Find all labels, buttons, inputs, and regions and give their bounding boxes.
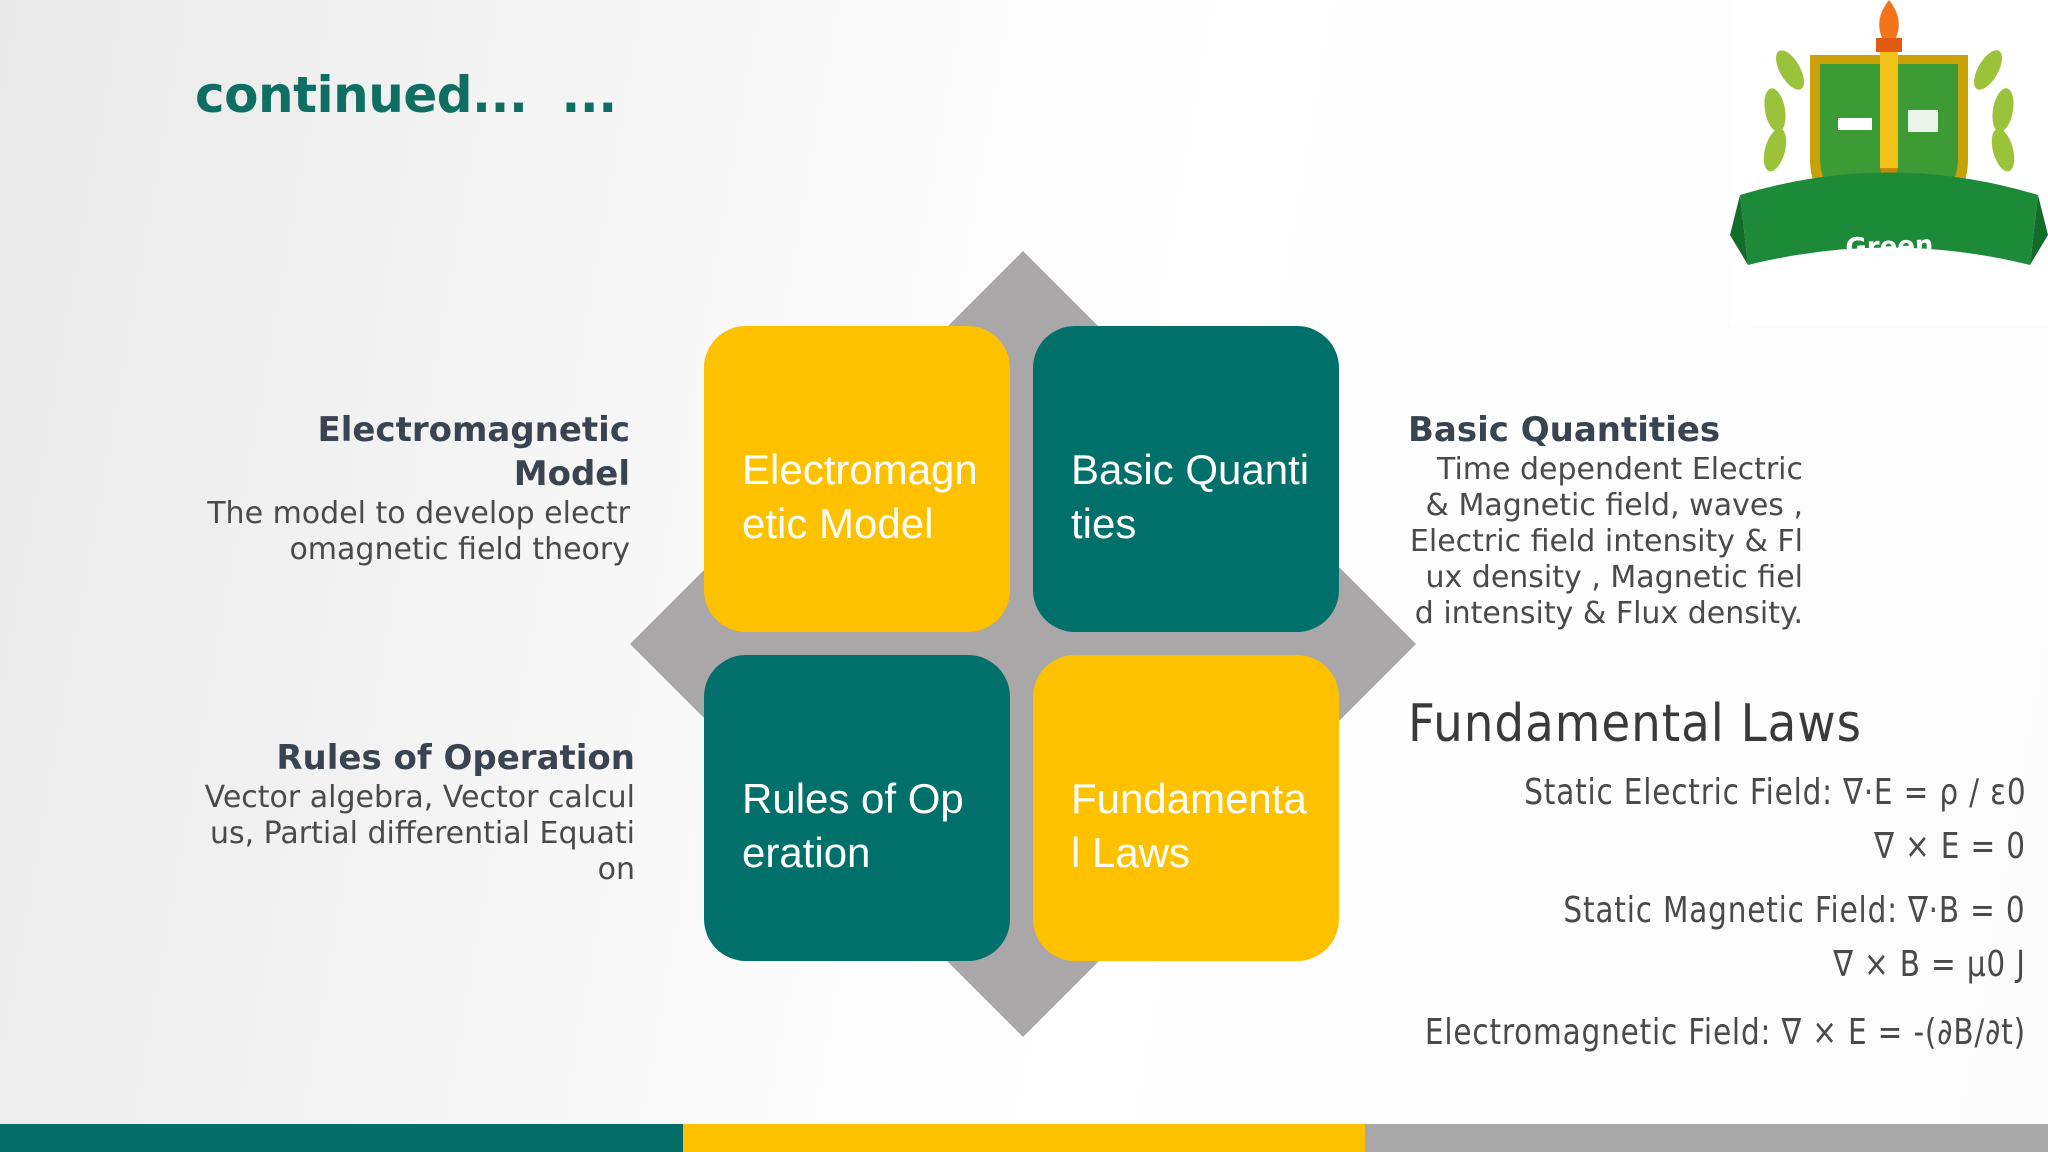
description-body: Vector algebra, Vector calculus, Partial… (204, 780, 635, 887)
logo-ribbon-text: Green University (1815, 230, 1966, 295)
quadrant-rules-of-operation: Rules of Operation (704, 655, 1010, 961)
description-basic-quantities: Basic Quantities Time dependent Electric… (1408, 408, 1803, 632)
equation-static-magnetic-divergence: Static Magnetic Field: ∇·B = 0 (1563, 890, 2026, 931)
green-university-logo: Green University (1730, 0, 2048, 326)
equation-electromagnetic-faraday: Electromagnetic Field: ∇ × E = -(∂B/∂t) (1424, 1012, 2026, 1053)
equation-static-electric-curl: ∇ × E = 0 (1874, 826, 2026, 867)
description-body: The model to develop electromagnetic fie… (207, 496, 630, 567)
quadrant-label: Rules of Operation (742, 775, 964, 876)
description-heading: Rules of Operation (276, 738, 635, 778)
footer-bar-yellow (683, 1124, 1365, 1152)
equation-static-magnetic-curl: ∇ × B = μ0 J (1833, 944, 2026, 985)
description-heading: Basic Quantities (1408, 410, 1721, 450)
description-body: Time dependent Electric & Magnetic field… (1409, 452, 1803, 631)
university-crest-icon (1730, 0, 2048, 265)
quadrant-basic-quantities: Basic Quantities (1033, 326, 1339, 632)
description-electromagnetic-model: Electromagnetic Model The model to devel… (200, 408, 630, 568)
description-rules-of-operation: Rules of Operation Vector algebra, Vecto… (200, 736, 635, 888)
quadrant-label: Electromagnetic Model (742, 446, 978, 547)
slide-title: continued... ... (195, 66, 617, 124)
equation-static-electric-divergence: Static Electric Field: ∇·E = ρ / ε0 (1523, 772, 2026, 813)
quadrant-electromagnetic-model: Electromagnetic Model (704, 326, 1010, 632)
description-heading: Electromagnetic Model (317, 410, 630, 494)
quadrant-label: Fundamental Laws (1071, 775, 1307, 876)
footer-bar-gray (1365, 1124, 2048, 1152)
fundamental-laws-heading: Fundamental Laws (1408, 694, 1862, 754)
quadrant-label: Basic Quantities (1071, 446, 1310, 547)
footer-bar-teal (0, 1124, 683, 1152)
quadrant-fundamental-laws: Fundamental Laws (1033, 655, 1339, 961)
